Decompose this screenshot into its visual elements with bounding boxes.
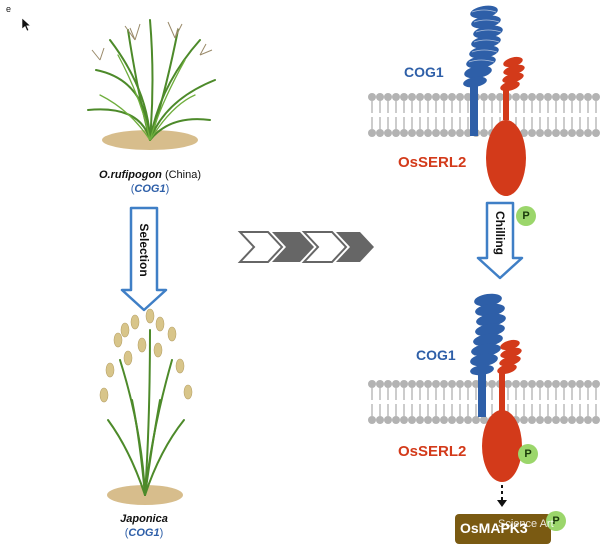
wild-gene-name: COG1	[134, 183, 166, 195]
paren-open: (	[124, 527, 129, 539]
phospho-badge-osserl2: P	[518, 444, 538, 464]
wild-species-name: O.rufipogon	[98, 169, 162, 181]
selection-arrow-icon	[120, 206, 168, 312]
paren-close: )	[165, 183, 170, 195]
watermark: Science Art	[498, 518, 554, 530]
japonica-rice-plant-icon	[99, 308, 193, 505]
phospho-badge-osmapk3: P	[546, 511, 566, 531]
panel-letter: e	[6, 4, 12, 14]
bottom-cog1-protein	[470, 293, 506, 417]
japonica-caption: Japonica (COG1)	[34, 512, 254, 540]
chilling-arrow-icon	[476, 201, 524, 280]
selection-label: Selection	[137, 223, 151, 277]
phospho-badge-chilling: P	[516, 206, 536, 226]
phospho-label: P	[524, 448, 532, 460]
top-osserl2-label: OsSERL2	[398, 154, 467, 171]
japonica-gene-name: COG1	[128, 527, 160, 539]
paren-open: (	[130, 183, 135, 195]
bottom-osserl2-label: OsSERL2	[398, 443, 467, 460]
osmapk3-box	[455, 514, 551, 544]
top-lipid-bilayer	[368, 93, 600, 137]
phospho-label: P	[552, 515, 560, 527]
wild-rice-plant-icon	[87, 19, 216, 150]
top-cog1-protein	[463, 5, 503, 136]
osmapk3-label: OsMAPK3	[460, 520, 528, 536]
bottom-osserl2-protein	[482, 339, 522, 482]
paren-close: )	[159, 527, 164, 539]
top-cog1-label: COG1	[404, 64, 444, 80]
top-osserl2-protein	[486, 56, 526, 196]
chevron-arrows-icon	[237, 231, 374, 263]
mouse-cursor-icon	[22, 18, 32, 32]
phospho-label: P	[522, 210, 530, 222]
wild-origin: (China)	[164, 169, 202, 181]
phospho-transfer-arrow-icon	[497, 485, 507, 507]
bottom-cog1-label: COG1	[416, 347, 456, 363]
wild-plant-caption: O.rufipogon (China) (COG1)	[40, 168, 260, 196]
chilling-label: Chilling	[493, 211, 507, 255]
japonica-species-name: Japonica	[120, 513, 168, 525]
